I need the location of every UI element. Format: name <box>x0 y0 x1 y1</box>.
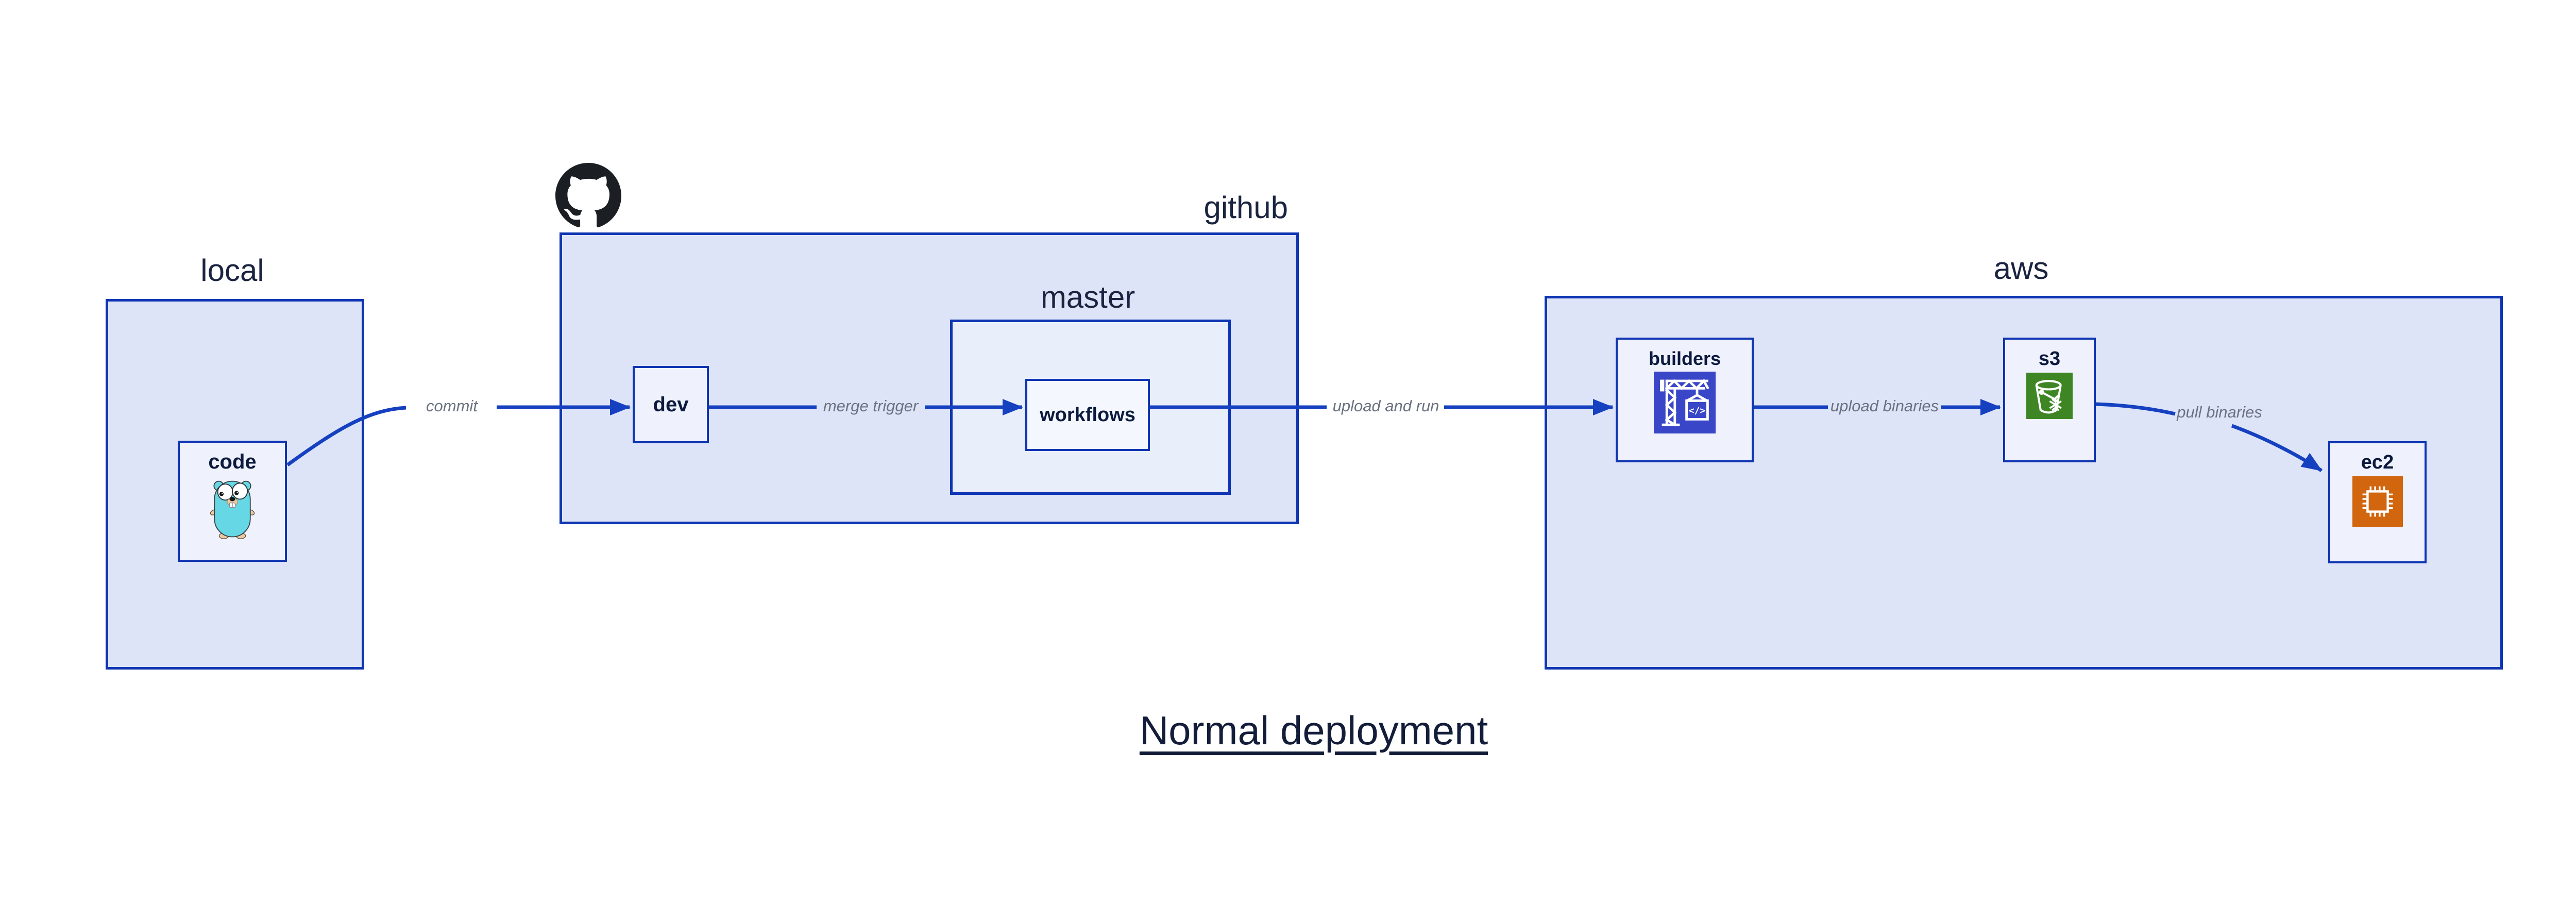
crane-icon: </> <box>1654 372 1716 433</box>
edge-label-pull-binaries: pull binaries <box>2177 403 2262 421</box>
diagram-title: Normal deployment <box>1139 708 1488 753</box>
edge-pull-binaries-curve1 <box>2095 402 2176 416</box>
node-label-ec2: ec2 <box>2361 452 2394 473</box>
node-label-code: code <box>208 450 257 473</box>
edge-label-upload-binaries: upload binaries <box>1830 397 1939 415</box>
code-brackets-glyph: </> <box>1689 406 1706 416</box>
node-ec2: ec2 <box>2328 441 2427 563</box>
chip-icon <box>2352 476 2403 527</box>
group-label-local: local <box>200 253 264 288</box>
group-label-github: github <box>1204 190 1288 225</box>
edge-commit-curve <box>286 406 406 466</box>
edge-label-merge-trigger: merge trigger <box>823 397 919 415</box>
node-label-dev: dev <box>653 393 689 416</box>
go-gopher-icon <box>210 480 255 539</box>
group-label-master: master <box>1040 280 1136 314</box>
node-s3: s3 <box>2003 338 2096 462</box>
bucket-icon <box>2026 373 2073 419</box>
node-label-builders: builders <box>1648 348 1721 369</box>
node-dev: dev <box>633 366 709 443</box>
group-label-aws: aws <box>1993 251 2049 286</box>
node-builders: builders </> <box>1616 338 1754 462</box>
github-logo-icon <box>555 163 621 227</box>
node-code: code <box>178 441 287 562</box>
edge-label-commit: commit <box>426 397 478 415</box>
edge-label-upload-and-run: upload and run <box>1332 397 1439 415</box>
node-workflows: workflows <box>1025 379 1150 451</box>
node-label-workflows: workflows <box>1040 404 1136 426</box>
node-label-s3: s3 <box>2038 348 2061 370</box>
edge-pull-binaries-curve2 <box>2231 424 2323 472</box>
